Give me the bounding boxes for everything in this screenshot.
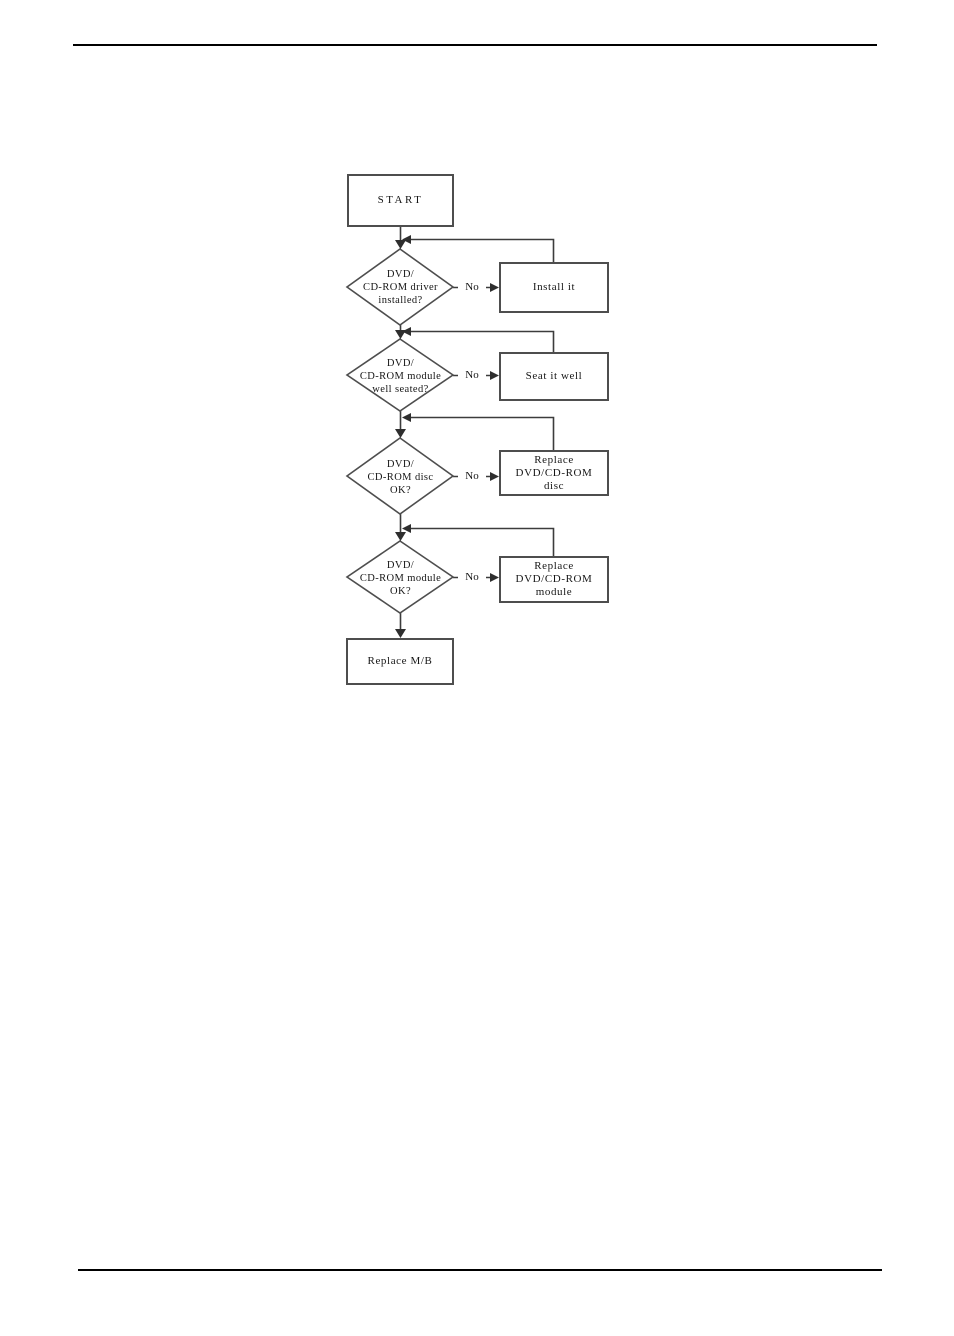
decision-diamond-3: [345, 437, 455, 515]
decision-line: well seated?: [372, 383, 429, 395]
action-line: disc: [543, 479, 565, 492]
connector-lines: [399, 227, 555, 631]
action-node-install-it: Install it: [499, 262, 609, 313]
decision-diamond-4: [345, 540, 455, 614]
start-node: START: [347, 174, 454, 227]
end-node-replace-mb: Replace M/B: [346, 638, 454, 685]
action-line: Install it: [532, 281, 576, 293]
action-line: DVD/CD-ROM: [515, 466, 593, 479]
decision-line: DVD/: [386, 268, 415, 280]
decision-line: CD-ROM module: [359, 370, 442, 382]
action-node-replace-disc: Replace DVD/CD-ROM disc: [499, 450, 609, 496]
action-node-seat-it-well: Seat it well: [499, 352, 609, 401]
decision-line: DVD/: [386, 559, 415, 571]
no-branch-label-2: No: [458, 368, 486, 383]
arrowheads: [395, 235, 499, 638]
action-line: Replace: [534, 453, 574, 466]
no-branch-label-3: No: [458, 469, 486, 484]
action-line: DVD/CD-ROM: [515, 573, 593, 585]
end-node-label: Replace M/B: [367, 655, 433, 667]
decision-line: CD-ROM disc: [367, 471, 434, 483]
decision-line: OK?: [389, 585, 412, 597]
decision-line: CD-ROM module: [359, 572, 442, 584]
decision-node-driver-installed: DVD/ CD-ROM driver installed?: [345, 266, 456, 308]
decision-diamonds: [345, 248, 455, 614]
footer-rule: [78, 1269, 882, 1271]
decision-diamond-1: [345, 248, 455, 326]
decision-line: installed?: [378, 294, 423, 306]
action-line: module: [535, 586, 573, 598]
decision-line: CD-ROM driver: [363, 281, 438, 293]
decision-node-module-seated: DVD/ CD-ROM module well seated?: [345, 355, 456, 397]
action-line: Replace: [534, 560, 574, 572]
decision-node-module-ok: DVD/ CD-ROM module OK?: [345, 557, 456, 599]
no-branch-label-4: No: [458, 570, 486, 585]
start-node-label: START: [377, 194, 424, 206]
header-rule: [73, 44, 877, 46]
decision-line: DVD/: [386, 357, 415, 369]
decision-line: OK?: [389, 484, 412, 496]
decision-diamond-2: [345, 338, 455, 412]
no-branch-label-1: No: [458, 280, 486, 295]
action-line: Seat it well: [525, 370, 583, 382]
decision-line: DVD/: [386, 458, 415, 470]
action-node-replace-module: Replace DVD/CD-ROM module: [499, 556, 609, 603]
decision-node-disc-ok: DVD/ CD-ROM disc OK?: [345, 456, 456, 498]
